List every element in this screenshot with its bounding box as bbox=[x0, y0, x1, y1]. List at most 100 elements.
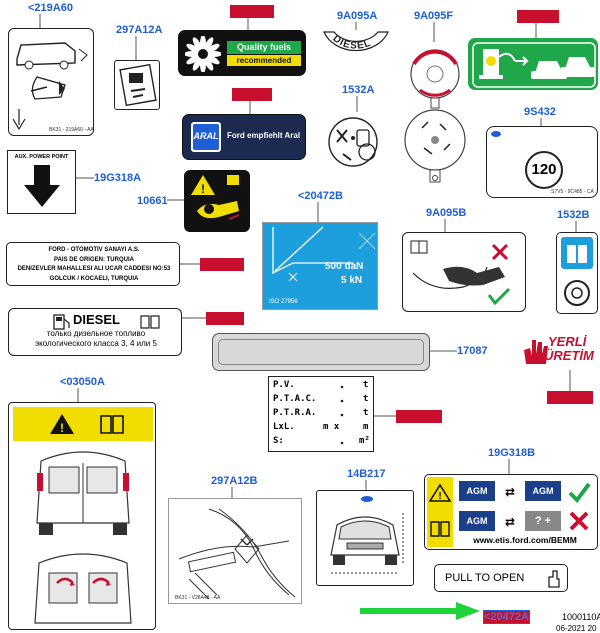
weights-mid-lxl: m x bbox=[323, 422, 340, 432]
sunflower-logo-icon bbox=[185, 36, 221, 72]
callout-1532B: 1532B bbox=[557, 209, 590, 221]
iso-code: ISO 27956 bbox=[269, 299, 298, 305]
callout-19G318B: 19G318B bbox=[488, 447, 536, 459]
callout-297A12B: 297A12B bbox=[211, 475, 258, 487]
redacted-part-number bbox=[200, 258, 244, 271]
callout-20472B: <20472B bbox=[298, 190, 343, 202]
fuel-cap-tag-drawing bbox=[404, 49, 466, 183]
sticker-diesel-ru: DIESEL только дизельное топливо экологич… bbox=[8, 308, 182, 356]
agm-warning-strip: ! bbox=[427, 477, 453, 547]
jack-stowage-drawing bbox=[178, 508, 296, 600]
sticker-code: S7V5 - 9C485 - CA bbox=[551, 189, 594, 195]
diagram-id: 1000110A bbox=[562, 612, 600, 622]
sticker-fuel-nozzle bbox=[402, 232, 526, 312]
callout-03050A: <03050A bbox=[60, 376, 105, 388]
sticker-van-seat: BK31 - 219A60 - AA bbox=[8, 28, 94, 136]
weights-row-s: S: bbox=[273, 436, 284, 446]
sticker-agm-battery: ! AGM ⇄ AGM AGM ⇄ ? + www.etis.ford.com/… bbox=[424, 474, 598, 550]
callout-10661: 10661 bbox=[137, 195, 168, 207]
jack-pictogram bbox=[119, 63, 157, 107]
callout-14B217: 14B217 bbox=[347, 468, 386, 480]
bemm-url: www.etis.ford.com/BEMM bbox=[473, 535, 577, 545]
aux-power-label: AUX. POWER POINT bbox=[14, 154, 69, 160]
weights-unit-ptra: t bbox=[363, 408, 369, 418]
tyre-icon bbox=[564, 280, 590, 306]
weights-row-ptac: P.T.A.C. bbox=[273, 394, 317, 404]
callout-9A095F: 9A095F bbox=[414, 10, 454, 22]
weights-unit-ptac: t bbox=[363, 394, 369, 404]
cross-icon bbox=[569, 511, 589, 531]
callout-20472A: <20472A bbox=[483, 610, 530, 624]
charging-car-pictogram bbox=[472, 42, 596, 88]
check-icon bbox=[568, 482, 591, 503]
van-rear-drawing bbox=[34, 451, 132, 624]
callout-9A095B: 9A095B bbox=[426, 207, 467, 219]
callout-17087: 17087 bbox=[457, 345, 488, 357]
sticker-weights-plate: P.V. t P.T.A.C. t P.T.R.A. t LxL. m x m … bbox=[268, 376, 374, 452]
callout-9A095A: 9A095A bbox=[337, 10, 378, 22]
aral-logo-text: ARAL bbox=[193, 131, 219, 141]
manual-book-icon bbox=[100, 415, 124, 434]
callout-219A60: <219A60 bbox=[28, 2, 73, 14]
fuel-pump-icon bbox=[53, 314, 70, 330]
sticker-blank-strip bbox=[212, 333, 430, 371]
weights-dot-column bbox=[340, 385, 344, 445]
diagram-date: 06-2021 20 bbox=[556, 624, 597, 633]
sticker-tyre-manual bbox=[556, 232, 598, 314]
load-value-kn: 5 kN bbox=[341, 275, 363, 286]
sticker-tyre-warning bbox=[323, 108, 389, 170]
yerli-line2: ÜRETİM bbox=[544, 348, 594, 363]
sticker-van-front bbox=[316, 490, 414, 586]
weights-row-lxl: LxL. bbox=[273, 422, 295, 432]
warning-triangle-icon: ! bbox=[50, 414, 74, 435]
svg-text:!: ! bbox=[438, 491, 441, 502]
fuel-nozzle-pictogram bbox=[410, 240, 511, 306]
sticker-aux-power: AUX. POWER POINT bbox=[7, 150, 76, 214]
weights-unit-s: m² bbox=[359, 436, 370, 446]
sticker-jack-small bbox=[114, 60, 160, 110]
quality-fuels-line2: recommended bbox=[227, 55, 301, 66]
manual-book-icon bbox=[561, 237, 593, 269]
weights-unit-pv: t bbox=[363, 380, 369, 390]
diesel-ru-line2: экологического класса 3, 4 или 5 bbox=[35, 339, 157, 348]
sticker-aral: ARAL Ford empfiehlt Aral bbox=[182, 114, 306, 160]
diesel-ru-line1: только дизельное топливо bbox=[46, 329, 146, 338]
green-pointer-arrow bbox=[360, 602, 480, 620]
sticker-airbag-warning: ! bbox=[184, 170, 250, 232]
weights-row-ptra: P.T.R.A. bbox=[273, 408, 317, 418]
sticker-code: BK31 - 219A60 - AA bbox=[49, 127, 94, 133]
airbag-warning-pictogram: ! bbox=[191, 175, 240, 220]
svg-text:!: ! bbox=[201, 182, 205, 196]
redacted-part-number bbox=[547, 391, 593, 404]
ford-oval-icon bbox=[491, 131, 501, 137]
aral-recommend-text: Ford empfiehlt Aral bbox=[227, 131, 301, 140]
warning-triangle-icon: ! bbox=[429, 483, 451, 502]
speed-limit-120: 120 bbox=[525, 151, 563, 189]
van-front-drawing bbox=[330, 496, 404, 574]
weights-unit-lxl: m bbox=[363, 422, 369, 432]
sticker-quality-fuels: Quality fuels recommended bbox=[178, 30, 306, 76]
agm-battery-3: AGM bbox=[459, 511, 495, 531]
load-plate-drawing bbox=[272, 226, 376, 282]
redacted-part-number bbox=[396, 410, 442, 423]
swap-arrow-icon: ⇄ bbox=[505, 515, 516, 529]
sticker-pull-to-open: PULL TO OPEN bbox=[434, 564, 568, 592]
sticker-yerli-uretim: YERLİ ÜRETİM bbox=[520, 332, 600, 370]
agm-battery-1: AGM bbox=[459, 481, 495, 501]
sticker-speed-120: 120 S7V5 - 9C485 - CA bbox=[486, 126, 598, 198]
callout-1532A: 1532A bbox=[342, 84, 375, 96]
sticker-load-plate: 500 daN 5 kN ISO 27956 bbox=[262, 222, 378, 310]
sticker-diesel-arc: DIESEL bbox=[323, 31, 389, 52]
drawing-jack-stowage: BK31 - V28A48 - AA bbox=[168, 498, 302, 604]
jack-code: BK31 - V28A48 - AA bbox=[175, 595, 221, 601]
pull-to-open-label: PULL TO OPEN bbox=[445, 572, 525, 584]
address-line-2: PAIS DE ORIGEN: TURQUIA bbox=[54, 256, 134, 263]
sticker-manufacturer-address: FORD - OTOMOTIV SANAYI A.S. PAIS DE ORIG… bbox=[6, 242, 180, 286]
sticker-fuel-cap-tag bbox=[400, 40, 470, 190]
callout-9S432: 9S432 bbox=[524, 106, 556, 118]
warning-banner: ! bbox=[13, 407, 153, 441]
redacted-part-number bbox=[230, 5, 274, 18]
diesel-ru-title: DIESEL bbox=[73, 312, 120, 327]
callout-297A12A: 297A12A bbox=[116, 24, 163, 36]
